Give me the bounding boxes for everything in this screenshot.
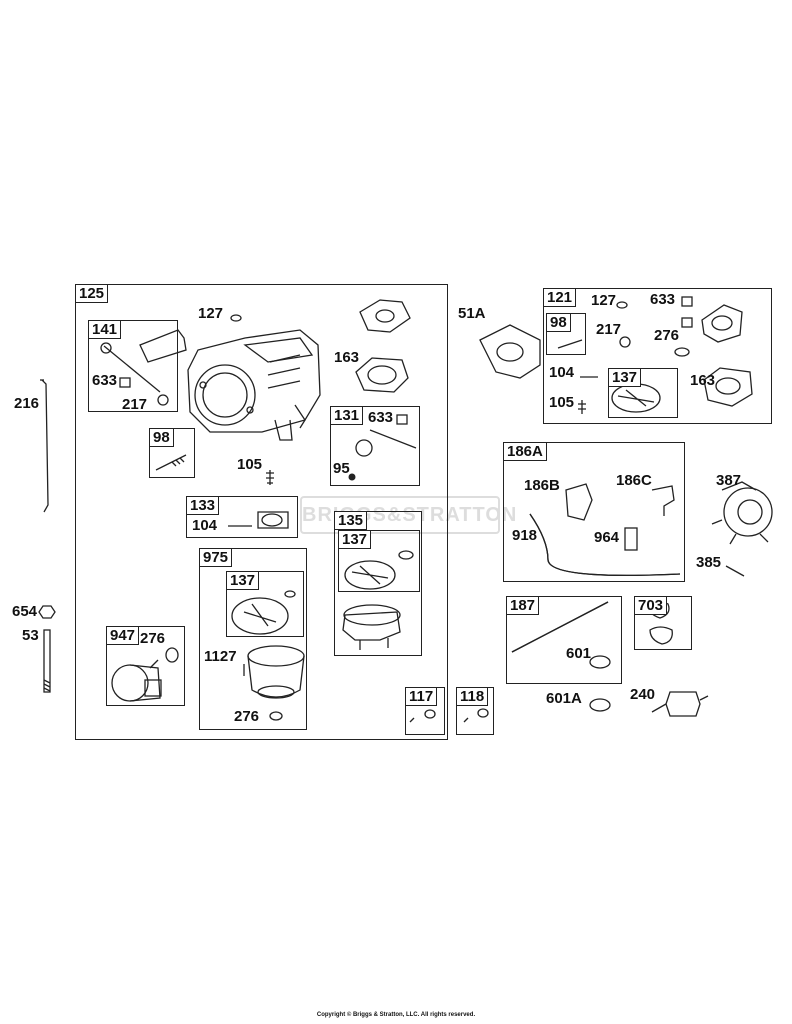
choke-rod-part — [41, 379, 49, 513]
group-98: 98 — [149, 428, 195, 478]
group-label-118: 118 — [456, 687, 489, 706]
group-121: 121 — [543, 288, 772, 424]
part-label-217: 217 — [596, 321, 622, 338]
part-label-633: 633 — [92, 372, 118, 389]
group-label-703: 703 — [634, 596, 668, 615]
part-label-104: 104 — [192, 517, 218, 534]
part-label-163: 163 — [334, 349, 360, 366]
nut-part — [38, 605, 56, 619]
group-947: 947 — [106, 626, 185, 706]
part-label-51A: 51A — [458, 305, 486, 322]
part-label-127: 127 — [591, 292, 617, 309]
part-label-105: 105 — [237, 456, 263, 473]
group-125: 125 — [75, 284, 448, 740]
part-label-276: 276 — [140, 630, 166, 647]
part-label-186C: 186C — [616, 472, 652, 489]
group-label-131: 131 — [330, 406, 364, 425]
group-label-117: 117 — [405, 687, 438, 706]
group-133: 133 — [186, 496, 298, 538]
group-label-135: 135 — [334, 511, 368, 530]
carburetor-body-part — [187, 329, 321, 441]
stud-part — [43, 629, 51, 693]
group-137-kit: 137 — [608, 368, 678, 418]
part-label-276: 276 — [234, 708, 260, 725]
group-703: 703 — [634, 596, 692, 650]
part-label-105: 105 — [549, 394, 575, 411]
fuel-pump-part — [711, 481, 773, 545]
group-label-98: 98 — [149, 428, 174, 447]
group-141: 141 — [88, 320, 178, 412]
part-label-186B: 186B — [524, 477, 560, 494]
part-label-654: 654 — [12, 603, 38, 620]
group-186A: 186A — [503, 442, 685, 582]
part-label-385: 385 — [696, 554, 722, 571]
part-label-387: 387 — [716, 472, 742, 489]
part-label-1127: 1127 — [204, 648, 237, 665]
group-label-137: 137 — [608, 368, 642, 387]
part-label-216: 216 — [14, 395, 40, 412]
group-label-186A: 186A — [503, 442, 547, 461]
part-label-240: 240 — [630, 686, 656, 703]
part-label-964: 964 — [594, 529, 620, 546]
group-label-137: 137 — [338, 530, 372, 549]
group-label-947: 947 — [106, 626, 140, 645]
group-131: 131 — [330, 406, 420, 486]
part-label-633: 633 — [650, 291, 676, 308]
group-117: 117 — [405, 687, 445, 735]
group-98-kit: 98 — [546, 313, 586, 355]
part-label-601A: 601A — [546, 690, 582, 707]
group-label-975: 975 — [199, 548, 233, 567]
part-label-217: 217 — [122, 396, 148, 413]
group-label-141: 141 — [88, 320, 122, 339]
group-137-float: 137 — [338, 530, 420, 592]
part-label-163: 163 — [690, 372, 716, 389]
part-label-127: 127 — [198, 305, 224, 322]
group-187: 187 — [506, 596, 622, 684]
part-label-633: 633 — [368, 409, 394, 426]
part-label-918: 918 — [512, 527, 538, 544]
group-label-121: 121 — [543, 288, 577, 307]
gasket-51a-part — [479, 324, 541, 379]
group-label-125: 125 — [75, 284, 109, 303]
group-137-bowl: 137 — [226, 571, 304, 637]
copyright-notice: Copyright © Briggs & Stratton, LLC. All … — [316, 1012, 476, 1018]
gasket-part — [359, 299, 411, 333]
part-label-601: 601 — [566, 645, 592, 662]
group-label-98: 98 — [546, 313, 571, 332]
group-label-137: 137 — [226, 571, 260, 590]
group-975: 975 — [199, 548, 307, 730]
group-118: 118 — [456, 687, 494, 735]
part-label-104: 104 — [549, 364, 575, 381]
part-label-95: 95 — [333, 460, 350, 477]
group-label-187: 187 — [506, 596, 540, 615]
part-label-276: 276 — [654, 327, 680, 344]
part-label-53: 53 — [22, 627, 39, 644]
group-label-133: 133 — [186, 496, 220, 515]
group-135: 135 — [334, 511, 422, 656]
